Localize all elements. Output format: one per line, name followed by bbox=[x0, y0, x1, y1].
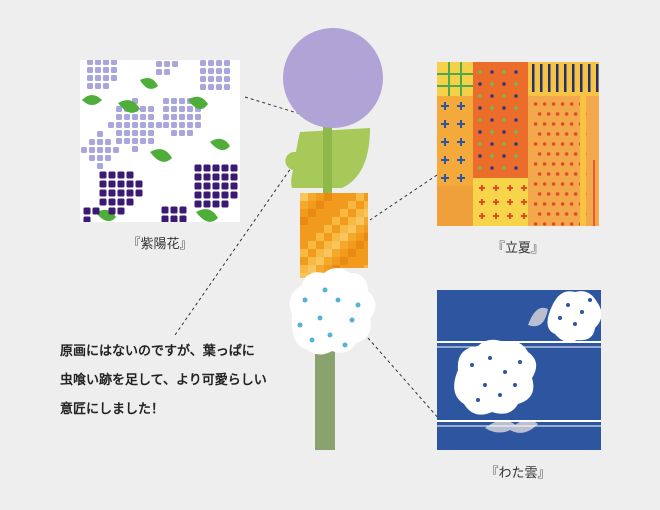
rikka-bottom-crosses bbox=[479, 185, 527, 219]
swatch-rikka bbox=[437, 62, 599, 226]
ajisai-leaves bbox=[82, 78, 230, 222]
connector-note bbox=[174, 154, 301, 336]
ornament-cloud-dots bbox=[297, 287, 361, 348]
ornament-hydrangea bbox=[283, 28, 383, 128]
swatch-rikka-caption: 『立夏』 bbox=[492, 241, 544, 256]
note-line-2: 虫喰い跡を足して、より可愛らしい bbox=[60, 373, 267, 388]
swatch-watagumo bbox=[437, 290, 601, 450]
swatch-ajisai-caption: 『紫陽花』 bbox=[127, 236, 192, 252]
central-ornament bbox=[283, 28, 383, 450]
annotation-note: 原画にはないのですが、葉っぱに 虫喰い跡を足して、より可愛らしい 意匠にしました… bbox=[60, 337, 300, 424]
swatch-ajisai bbox=[80, 60, 240, 222]
ajisai-light-florets bbox=[81, 60, 230, 169]
connector-lines bbox=[174, 96, 441, 421]
rikka-dots bbox=[478, 70, 518, 170]
note-line-3: 意匠にしました！ bbox=[60, 402, 165, 417]
ajisai-dark-florets bbox=[83, 164, 238, 222]
watagumo-dots bbox=[470, 298, 592, 402]
rikka-cross-marks bbox=[441, 102, 465, 182]
ornament-cloud-flower bbox=[289, 268, 376, 355]
ornament-stem bbox=[315, 345, 335, 450]
swatch-watagumo-caption: 『わた雲』 bbox=[485, 466, 550, 481]
connector-ajisai bbox=[244, 96, 321, 121]
note-line-1: 原画にはないのですが、葉っぱに bbox=[60, 344, 255, 359]
connector-watagumo bbox=[367, 337, 441, 421]
connector-rikka bbox=[369, 174, 438, 221]
ornament-orange-block bbox=[300, 193, 368, 278]
rikka-navy-stripes bbox=[532, 64, 599, 92]
